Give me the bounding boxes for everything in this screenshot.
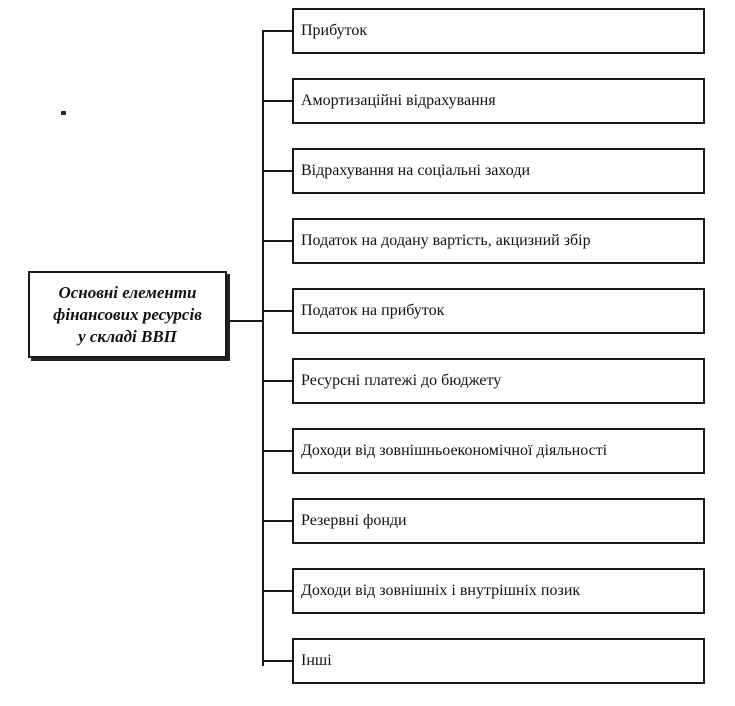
root-line: у складі ВВП xyxy=(78,326,177,346)
element-box: Інші xyxy=(292,638,705,684)
element-label: Доходи від зовнішніх і внутрішніх позик xyxy=(301,582,581,599)
branch-connector xyxy=(262,310,293,312)
element-box: Податок на прибуток xyxy=(292,288,705,334)
element-label: Інші xyxy=(301,652,332,669)
element-box: Податок на додану вартість, акцизний збі… xyxy=(292,218,705,264)
element-label: Прибуток xyxy=(301,22,368,39)
branch-connector xyxy=(262,240,293,242)
trunk-line xyxy=(262,30,264,666)
element-box: Доходи від зовнішніх і внутрішніх позик xyxy=(292,568,705,614)
element-box: Амортизаційні відрахування xyxy=(292,78,705,124)
root-node: Основні елементи фінансових ресурсів у с… xyxy=(28,271,227,358)
branch-connector xyxy=(262,450,293,452)
branch-connector xyxy=(262,170,293,172)
element-box: Прибуток xyxy=(292,8,705,54)
element-label: Амортизаційні відрахування xyxy=(301,92,496,109)
element-label: Податок на прибуток xyxy=(301,302,445,319)
element-box: Доходи від зовнішньоекономічної діяльнос… xyxy=(292,428,705,474)
element-box: Ресурсні платежі до бюджету xyxy=(292,358,705,404)
root-connector-line xyxy=(227,320,264,322)
element-box: Резервні фонди xyxy=(292,498,705,544)
branch-connector xyxy=(262,520,293,522)
root-node-label: Основні елементи фінансових ресурсів у с… xyxy=(47,282,208,348)
branch-connector xyxy=(262,380,293,382)
element-box: Відрахування на соціальні заходи xyxy=(292,148,705,194)
element-label: Відрахування на соціальні заходи xyxy=(301,162,531,179)
branch-connector xyxy=(262,100,293,102)
stray-mark xyxy=(61,111,66,115)
root-line: Основні елементи xyxy=(58,282,197,302)
element-label: Ресурсні платежі до бюджету xyxy=(301,372,502,389)
element-label: Податок на додану вартість, акцизний збі… xyxy=(301,232,591,249)
branch-connector xyxy=(262,590,293,592)
branch-connector xyxy=(262,30,293,32)
branch-connector xyxy=(262,660,293,662)
root-line: фінансових ресурсів xyxy=(53,304,202,324)
element-label: Доходи від зовнішньоекономічної діяльнос… xyxy=(301,442,608,459)
element-label: Резервні фонди xyxy=(301,512,407,529)
